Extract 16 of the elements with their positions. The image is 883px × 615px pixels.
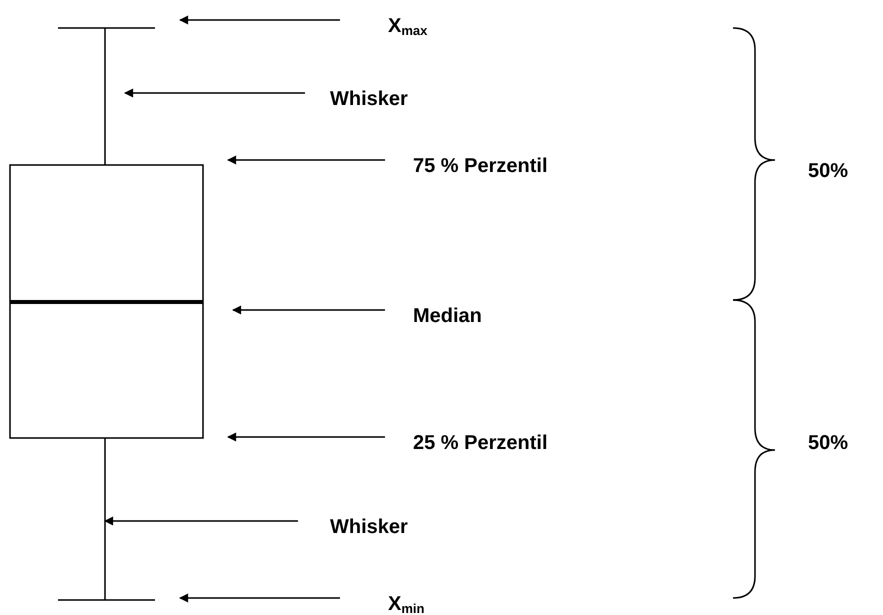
arrow	[124, 88, 305, 98]
annotation-text: X$_{min}$	[388, 592, 424, 615]
percentage-label: 50%	[808, 431, 848, 456]
annotation-text: X$_{max}$	[388, 14, 428, 40]
annotation-text: 25 % Perzentil	[413, 431, 548, 456]
annotation-text: Whisker	[330, 87, 408, 112]
arrow	[104, 516, 298, 526]
arrow	[227, 432, 385, 442]
annotation-text: 75 % Perzentil	[413, 154, 548, 179]
arrow	[227, 156, 385, 164]
annotation-text: Median	[413, 304, 482, 329]
arrow	[179, 16, 340, 24]
arrow	[232, 306, 385, 314]
arrow	[179, 594, 340, 602]
annotation-text: Whisker	[330, 515, 408, 540]
percentage-label: 50%	[808, 159, 848, 184]
